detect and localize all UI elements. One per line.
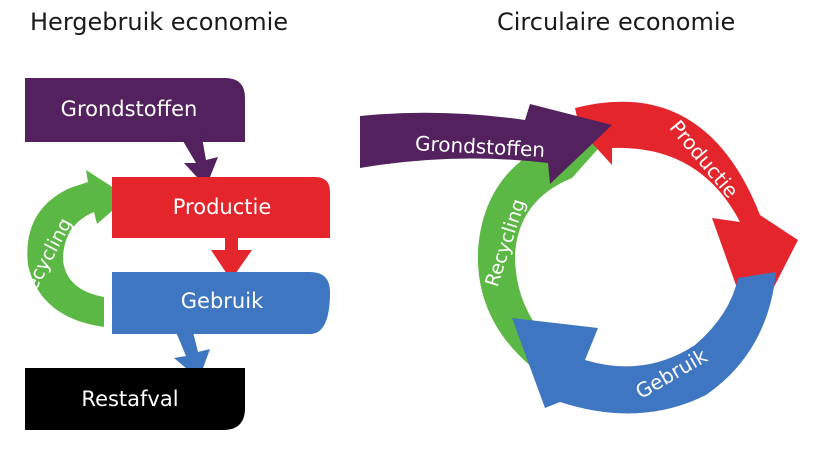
left-diagram-title: Hergebruik economie [30,8,289,36]
restafval-label: Restafval [81,387,178,411]
productie-label: Productie [173,195,272,219]
right-diagram-title: Circulaire economie [497,8,736,36]
productie-box [112,177,330,238]
gebruik-label: Gebruik [181,289,264,313]
grondstoffen-input-arrow [360,104,612,184]
linear-economy-diagram: Grondstoffen Recycling Productie Gebruik… [15,78,330,430]
productie-to-gebruik-arrow [211,236,252,280]
grondstoffen-to-productie-arrow [180,126,218,187]
gebruik-ring-segment [512,272,776,414]
gebruik-box [112,272,330,334]
grondstoffen-box [25,78,245,142]
gebruik-to-restafval-arrow [174,328,210,379]
recycling-arc [27,170,128,327]
recycling-ring-segment [477,118,620,368]
circular-economy-diagram: Recycling Productie Gebruik Grondstoffen [360,101,798,414]
grondstoffen-label: Grondstoffen [61,97,198,121]
restafval-box [25,368,245,430]
productie-ring-segment [575,101,798,330]
